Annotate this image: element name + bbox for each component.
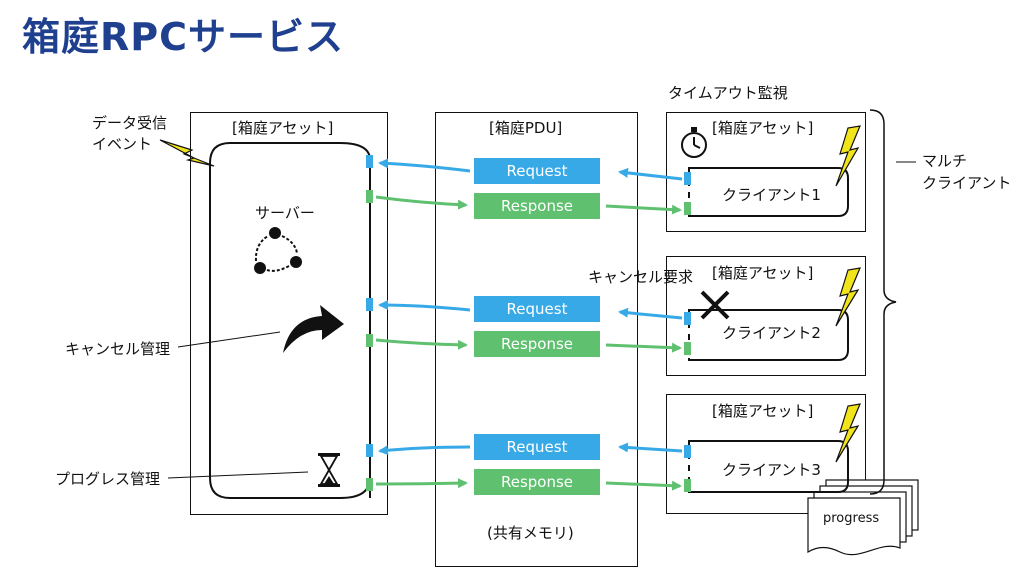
cancel-management-label: キャンセル管理 [65,340,171,358]
server-asset-box [190,112,388,515]
request-pill-3: Request [474,434,600,460]
pdu-header-label: [箱庭PDU] [489,119,563,137]
server-request-port-1 [366,155,373,168]
event-label-line1: データ受信 [92,114,168,132]
lightning-icon [835,125,861,187]
progress-doc-label: progress [823,511,880,526]
client3-response-port [684,479,691,492]
multi-client-label-line1: マルチ [922,152,968,170]
client3-request-port [684,445,691,458]
curved-arrow-icon [283,305,344,353]
progress-management-label: プログレス管理 [55,470,161,488]
server-response-port-3 [366,478,373,491]
page-title: 箱庭RPCサービス [22,15,344,59]
client1-request-port [684,172,691,185]
timeout-label: タイムアウト監視 [668,84,788,102]
server-asset-label: [箱庭アセット] [232,119,334,137]
client2-asset-box [666,256,866,376]
server-request-port-2 [366,298,373,311]
lightning-icon [835,267,861,327]
cycle-icon [254,227,302,274]
client1-asset-box [666,112,866,232]
lightning-icon [835,403,861,463]
cancel-x-icon [700,290,730,320]
client1-response-port [684,202,691,215]
client2-asset-label: [箱庭アセット] [712,264,814,282]
client1-asset-label: [箱庭アセット] [712,119,814,137]
response-pill-2: Response [474,331,600,357]
server-response-port-1 [366,190,373,203]
request-pill-2: Request [474,296,600,322]
request-pill-1: Request [474,158,600,184]
client3-name: クライアント3 [722,461,821,479]
client1-name: クライアント1 [722,186,821,204]
client2-name: クライアント2 [722,324,821,342]
response-pill-3: Response [474,469,600,495]
response-pill-1: Response [474,193,600,219]
hourglass-icon [318,453,340,487]
client3-asset-label: [箱庭アセット] [712,402,814,420]
event-label-line2: イベント [92,135,153,153]
client2-request-port [684,312,691,325]
lightning-icon [159,139,215,167]
stopwatch-icon [681,127,707,158]
multi-client-label-line2: クライアント [922,174,1012,192]
server-response-port-2 [366,334,373,347]
server-request-port-3 [366,444,373,457]
server-label: サーバー [255,204,315,222]
client2-response-port [684,342,691,355]
pdu-footer-label: (共有メモリ) [487,524,574,542]
cancel-request-label: キャンセル要求 [588,268,694,286]
